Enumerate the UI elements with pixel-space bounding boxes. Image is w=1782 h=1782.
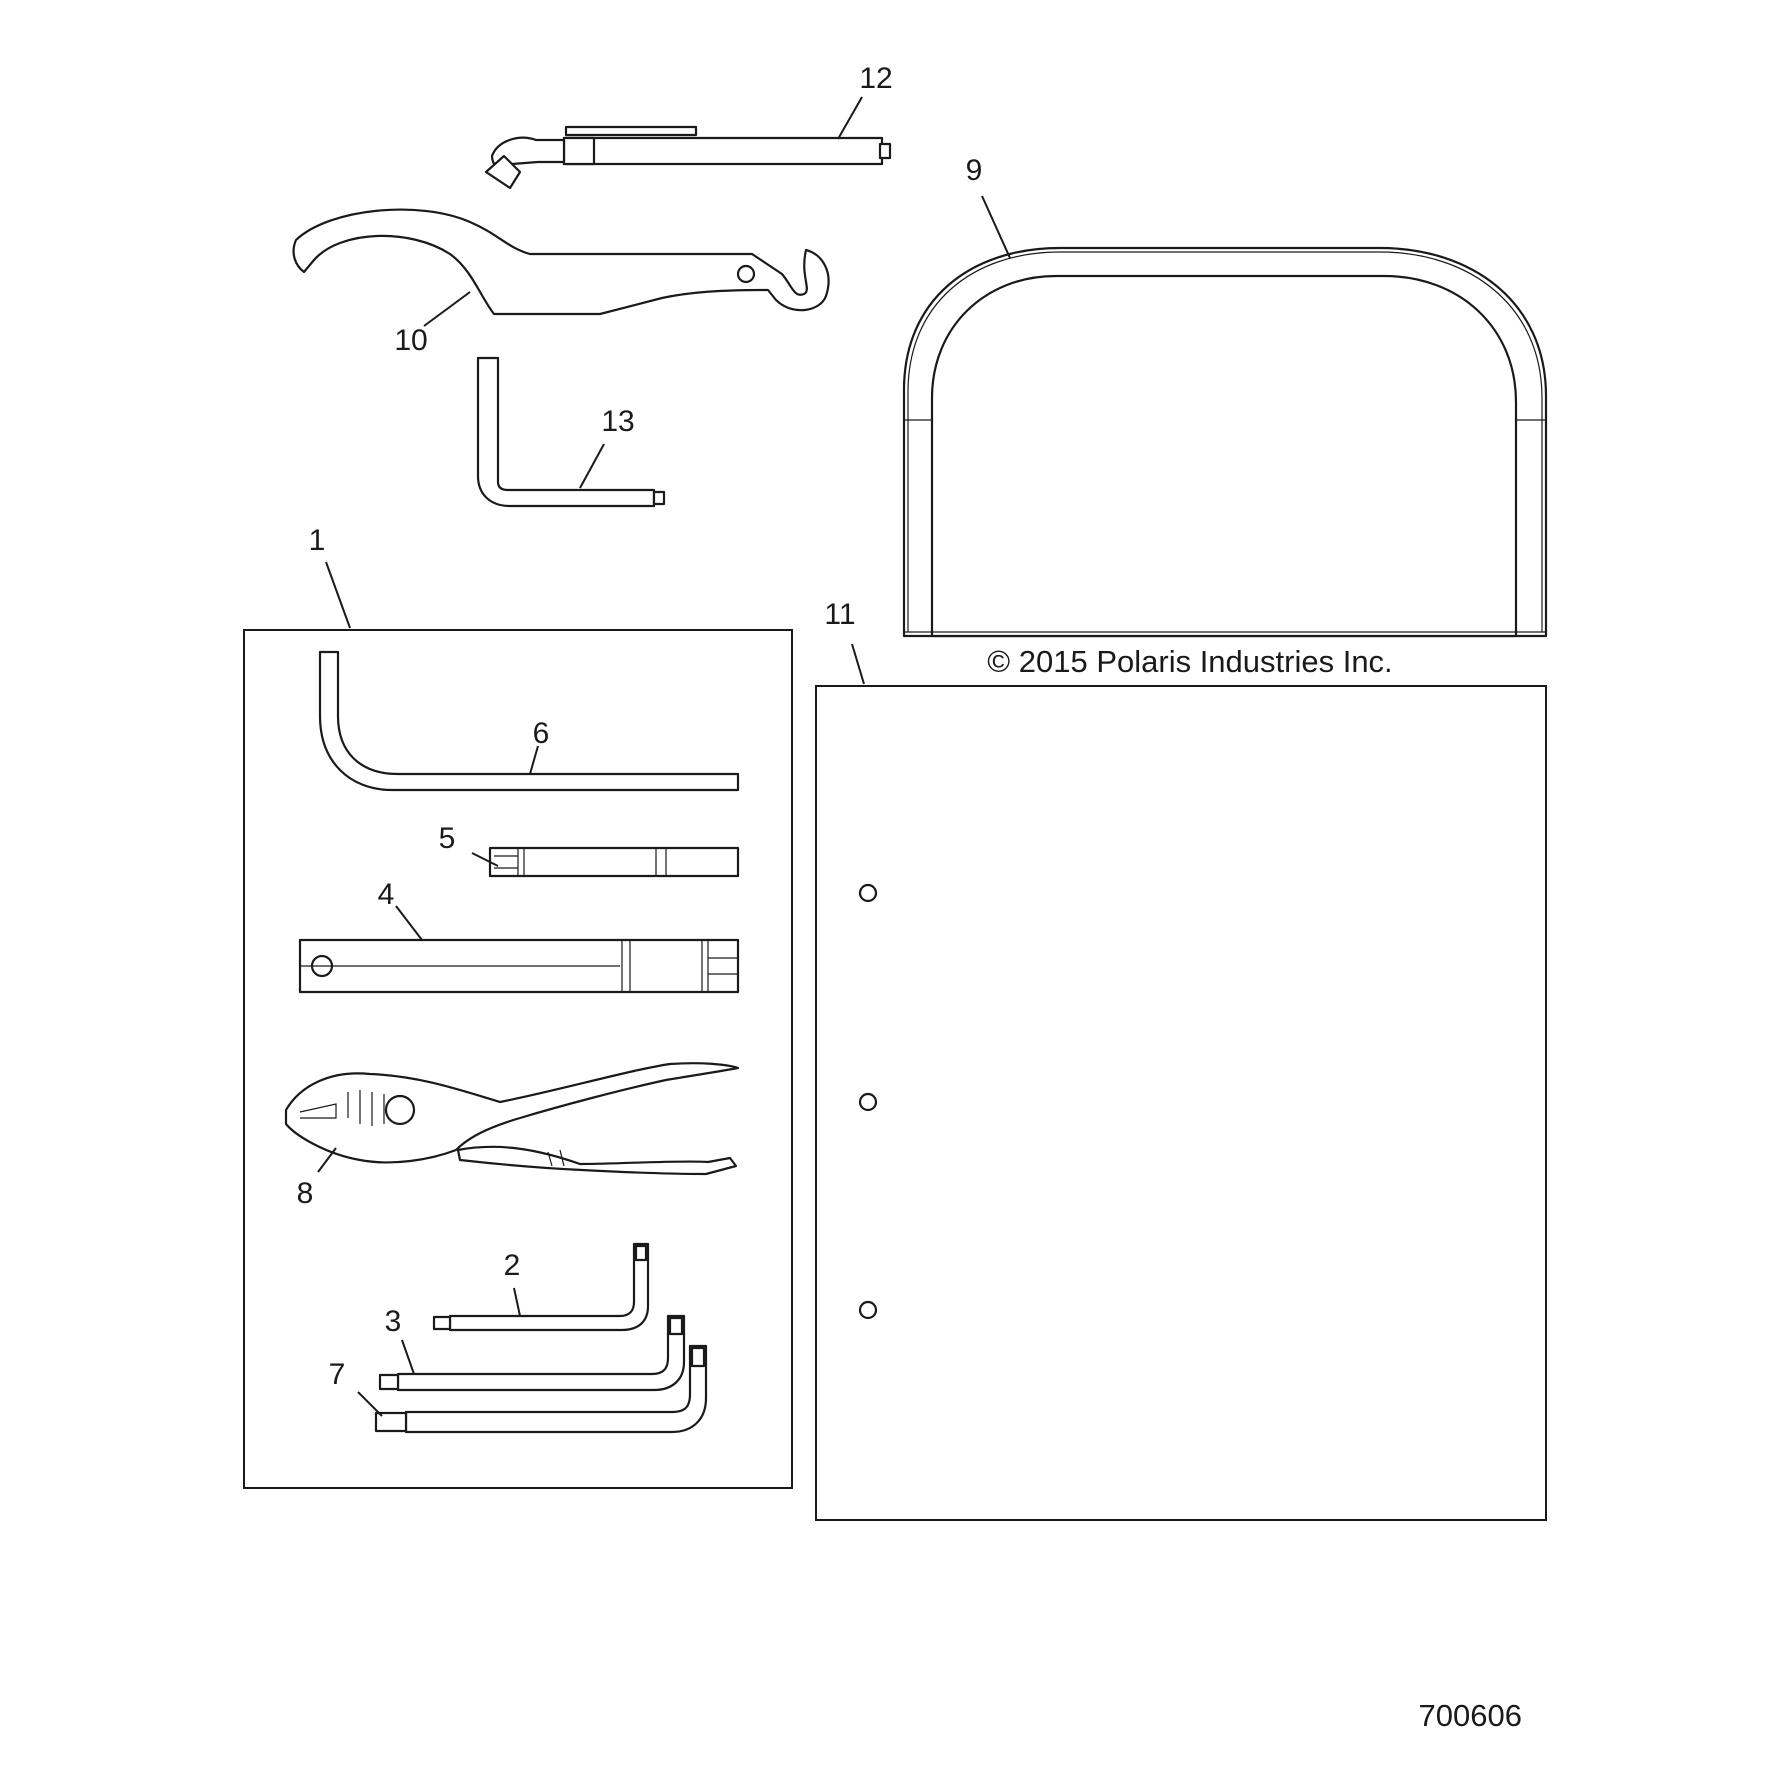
callout-9: 9: [966, 154, 983, 187]
callout-13: 13: [601, 405, 634, 438]
callout-10: 10: [394, 324, 427, 357]
part-11-manual-sheet: 11: [815, 598, 1547, 1521]
drawing-number: 700606: [1419, 1698, 1522, 1733]
callout-4: 4: [378, 878, 395, 911]
part-13-hex-key: 13: [476, 356, 666, 508]
part-6-l-wrench: 6: [318, 650, 740, 792]
part-9-tool-pouch: 9: [902, 154, 1548, 638]
part-2-torx-key: 2: [432, 1242, 650, 1332]
callout-12: 12: [859, 62, 892, 95]
part-7-torx-key: 7: [329, 1344, 708, 1434]
copyright-notice: © 2015 Polaris Industries Inc.: [987, 644, 1392, 679]
part-10-spanner-wrench: 10: [292, 208, 830, 357]
part-8-pliers: 8: [284, 1062, 740, 1210]
part-3-torx-key: 3: [378, 1305, 686, 1392]
callout-2: 2: [504, 1249, 521, 1282]
part-12-pressure-gauge: 12: [484, 62, 893, 190]
part-5-socket: 5: [439, 822, 740, 878]
callout-11: 11: [824, 598, 855, 631]
part-1-tool-kit: 1 6 5: [243, 524, 793, 1489]
callout-6: 6: [533, 717, 550, 750]
callout-7: 7: [329, 1358, 346, 1391]
callout-5: 5: [439, 822, 456, 855]
kit-frame: [243, 629, 793, 1489]
callout-3: 3: [385, 1305, 402, 1338]
manual-frame: [815, 685, 1547, 1521]
callout-1: 1: [309, 524, 326, 557]
part-4-spark-plug-wrench: 4: [298, 878, 740, 994]
callout-8: 8: [297, 1177, 314, 1210]
